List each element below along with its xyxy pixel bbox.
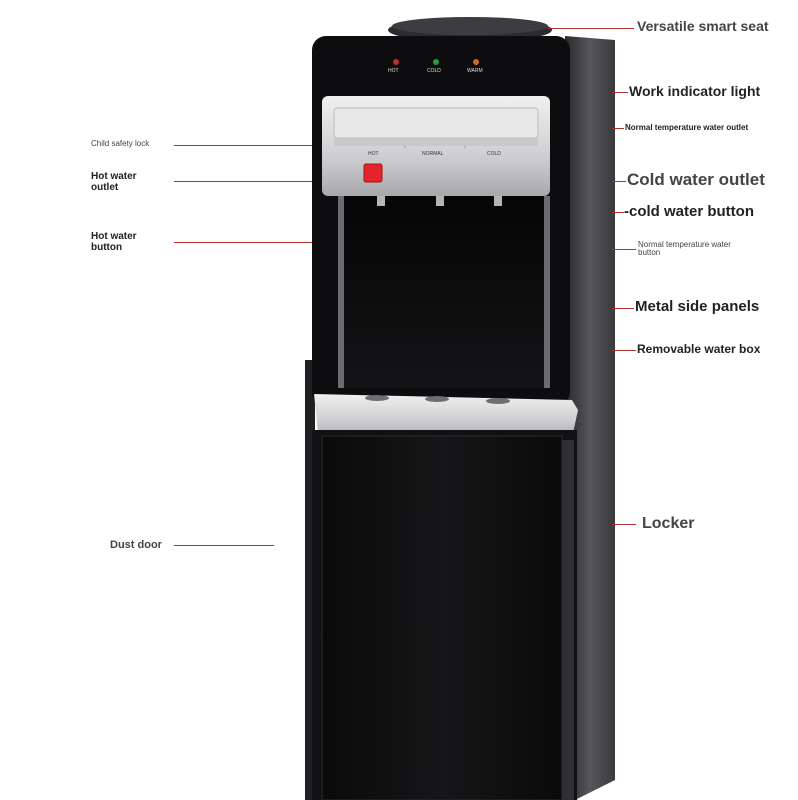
leader-normal-temp-outlet [612,128,624,129]
leader-hot-water-button [174,242,312,243]
normal-water-outlet [436,196,444,206]
leader-cold-water-button [612,212,624,213]
left-side-panel [305,360,315,800]
label-hot-water-button-line1: Hot water [91,231,137,242]
cold-indicator-light [433,59,439,65]
leader-normal-temp-button [612,249,636,250]
hot-button-text: HOT [368,151,379,157]
label-locker: Locker [642,515,695,532]
cold-indicator-text: COLD [427,68,441,74]
hot-water-outlet [377,196,385,206]
label-hot-water-button: Hot water button [91,231,137,253]
drip-tray [314,394,578,438]
dispensing-recess [338,196,550,388]
cold-button-text: COLD [487,151,501,157]
label-child-safety-lock: Child safety lock [91,139,150,148]
label-work-indicator-light: Work indicator light [629,83,761,99]
label-versatile-smart-seat: Versatile smart seat [637,18,769,34]
label-normal-temp-button-line2: button [638,248,661,258]
label-normal-temp-button: Normal temperature water button [638,240,731,258]
leader-work-indicator-light [612,92,628,93]
leader-hot-water-outlet [174,181,312,182]
label-hot-water-outlet: Hot water outlet [91,171,137,193]
warm-indicator-text: WARM [467,68,483,74]
label-removable-water-box: Removable water box [637,342,761,356]
label-metal-side-panels: Metal side panels [635,298,760,315]
label-cold-water-outlet: Cold water outlet [627,170,765,189]
hot-indicator-light [393,59,399,65]
leader-child-safety-lock [174,145,312,146]
label-dust-door: Dust door [110,539,162,551]
warm-indicator-light [473,59,479,65]
label-cold-water-button: -cold water button [624,203,754,220]
leader-locker [612,524,636,525]
normal-button-text: NORMAL [422,151,444,157]
leader-versatile-smart-seat [548,28,634,29]
label-hot-water-button-line2: button [91,241,123,253]
dust-door-panel [321,435,563,800]
label-hot-water-outlet-line2: outlet [91,181,119,193]
hot-indicator-text: HOT [388,68,399,74]
side-panel [565,36,615,800]
leader-metal-side-panels [612,308,634,309]
leader-removable-water-box [612,350,636,351]
label-normal-temp-button-line1: Normal temperature water [638,240,731,249]
cold-water-outlet [494,196,502,206]
hot-water-button[interactable] [363,163,383,183]
leader-dust-door [174,545,274,546]
label-hot-water-outlet-line1: Hot water [91,171,137,182]
label-normal-temp-outlet: Normal temperature water outlet [625,123,749,132]
leader-cold-water-outlet [612,181,626,182]
